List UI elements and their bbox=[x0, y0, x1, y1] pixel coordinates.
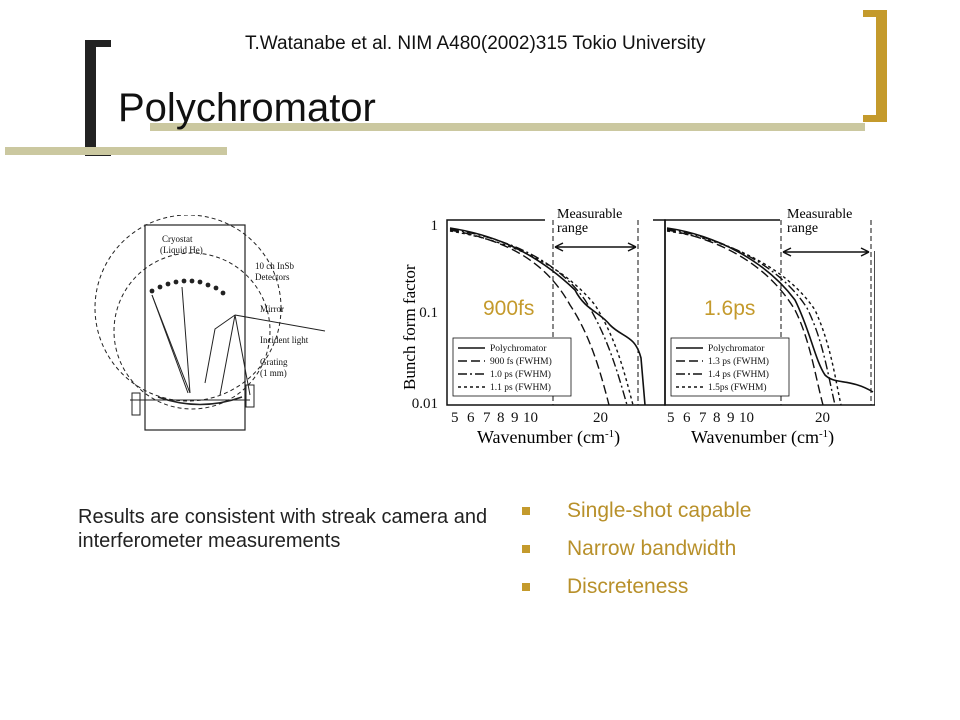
y-tick-0.01: 0.01 bbox=[412, 396, 438, 412]
x-tick: 10 bbox=[739, 410, 754, 426]
legend-item: 1.5ps (FWHM) bbox=[708, 382, 767, 393]
left-bracket-bar bbox=[85, 40, 96, 156]
mirror-label: Mirror bbox=[260, 304, 284, 314]
feature-item-single-shot: Single-shot capable bbox=[522, 496, 751, 534]
right-bracket-top bbox=[863, 10, 887, 17]
y-tick-0.1: 0.1 bbox=[419, 305, 438, 321]
legend-item: Polychromator bbox=[708, 344, 765, 354]
inner-circle bbox=[113, 252, 271, 410]
incident-light-label: Incident light bbox=[260, 335, 309, 345]
x-tick: 6 bbox=[467, 410, 475, 426]
feature-item-narrow-bandwidth: Narrow bandwidth bbox=[522, 534, 751, 572]
feature-label: Single-shot capable bbox=[567, 499, 752, 522]
x-tick: 9 bbox=[511, 410, 519, 426]
form-factor-plots: Bunch form factor 1 0.1 0.01 Measurable … bbox=[400, 205, 875, 448]
left-accent-line bbox=[5, 147, 227, 155]
bullet-square-icon bbox=[522, 507, 530, 515]
legend-item: 900 fs (FWHM) bbox=[490, 356, 552, 367]
grating-mount-left bbox=[131, 392, 141, 416]
grating-surface bbox=[157, 396, 243, 406]
bullet-square-icon bbox=[522, 545, 530, 553]
panel-1: Measurable range Polychromator 900 fs (F… bbox=[446, 205, 666, 448]
x-axis-label-2: Wavenumber (cm-1) bbox=[691, 427, 834, 448]
x-tick: 10 bbox=[523, 410, 538, 426]
overlay-label-1.6ps: 1.6ps bbox=[702, 297, 758, 321]
x-tick: 7 bbox=[699, 410, 707, 426]
liquid-he-label: (Liquid He) bbox=[160, 245, 203, 255]
panel-2: Measurable range Polychromator 1.3 ps (F… bbox=[664, 205, 875, 448]
measurable-label-1: Measurable bbox=[557, 207, 622, 222]
detectors-label-2: Detectors bbox=[255, 272, 290, 282]
overlay-label-900fs: 900fs bbox=[481, 297, 537, 321]
x-tick: 20 bbox=[815, 410, 830, 426]
feature-list: Single-shot capable Narrow bandwidth Dis… bbox=[522, 496, 751, 610]
title-underline bbox=[150, 123, 865, 131]
results-text: Results are consistent with streak camer… bbox=[78, 506, 488, 552]
right-bracket-bottom bbox=[863, 115, 887, 122]
x-tick: 5 bbox=[451, 410, 459, 426]
cryostat-box bbox=[144, 224, 246, 431]
legend-item: 1.0 ps (FWHM) bbox=[490, 369, 551, 380]
right-bracket-bar bbox=[876, 10, 887, 122]
feature-label: Discreteness bbox=[567, 575, 689, 598]
grating-mount-right bbox=[245, 384, 255, 408]
citation-reference: T.Watanabe et al. NIM A480(2002)315 Toki… bbox=[245, 33, 706, 54]
x-tick: 8 bbox=[713, 410, 721, 426]
bullet-square-icon bbox=[522, 583, 530, 591]
legend-item: Polychromator bbox=[490, 344, 547, 354]
detectors-label-1: 10 ch InSb bbox=[255, 261, 294, 271]
x-tick: 5 bbox=[667, 410, 675, 426]
legend-item: 1.4 ps (FWHM) bbox=[708, 369, 769, 380]
grating-label-2: (1 mm) bbox=[260, 368, 287, 378]
polychromator-diagram: Cryostat (Liquid He) 10 ch InSb Detector… bbox=[94, 215, 326, 431]
y-tick-1: 1 bbox=[431, 218, 439, 234]
left-bracket-top bbox=[85, 40, 111, 47]
legend-item: 1.1 ps (FWHM) bbox=[490, 382, 551, 393]
x-tick: 6 bbox=[683, 410, 691, 426]
x-axis-label-1: Wavenumber (cm-1) bbox=[477, 427, 620, 448]
range-label-1: range bbox=[557, 221, 588, 236]
x-tick: 20 bbox=[593, 410, 608, 426]
measurable-label-2: Measurable bbox=[787, 207, 852, 222]
x-tick: 9 bbox=[727, 410, 735, 426]
feature-label: Narrow bandwidth bbox=[567, 537, 737, 560]
x-ticks-1: 5 6 7 8 9 10 20 bbox=[451, 410, 608, 426]
x-tick: 7 bbox=[483, 410, 491, 426]
x-ticks-2: 5 6 7 8 9 10 20 bbox=[667, 410, 830, 426]
cryostat-label: Cryostat bbox=[162, 234, 193, 244]
slide-title: Polychromator bbox=[118, 86, 376, 130]
outer-circle bbox=[94, 215, 282, 402]
feature-item-discreteness: Discreteness bbox=[522, 572, 751, 610]
x-tick: 8 bbox=[497, 410, 505, 426]
legend-item: 1.3 ps (FWHM) bbox=[708, 356, 769, 367]
range-label-2: range bbox=[787, 221, 818, 236]
grating-label-1: Grating bbox=[260, 357, 288, 367]
y-axis-label: Bunch form factor bbox=[400, 264, 419, 390]
